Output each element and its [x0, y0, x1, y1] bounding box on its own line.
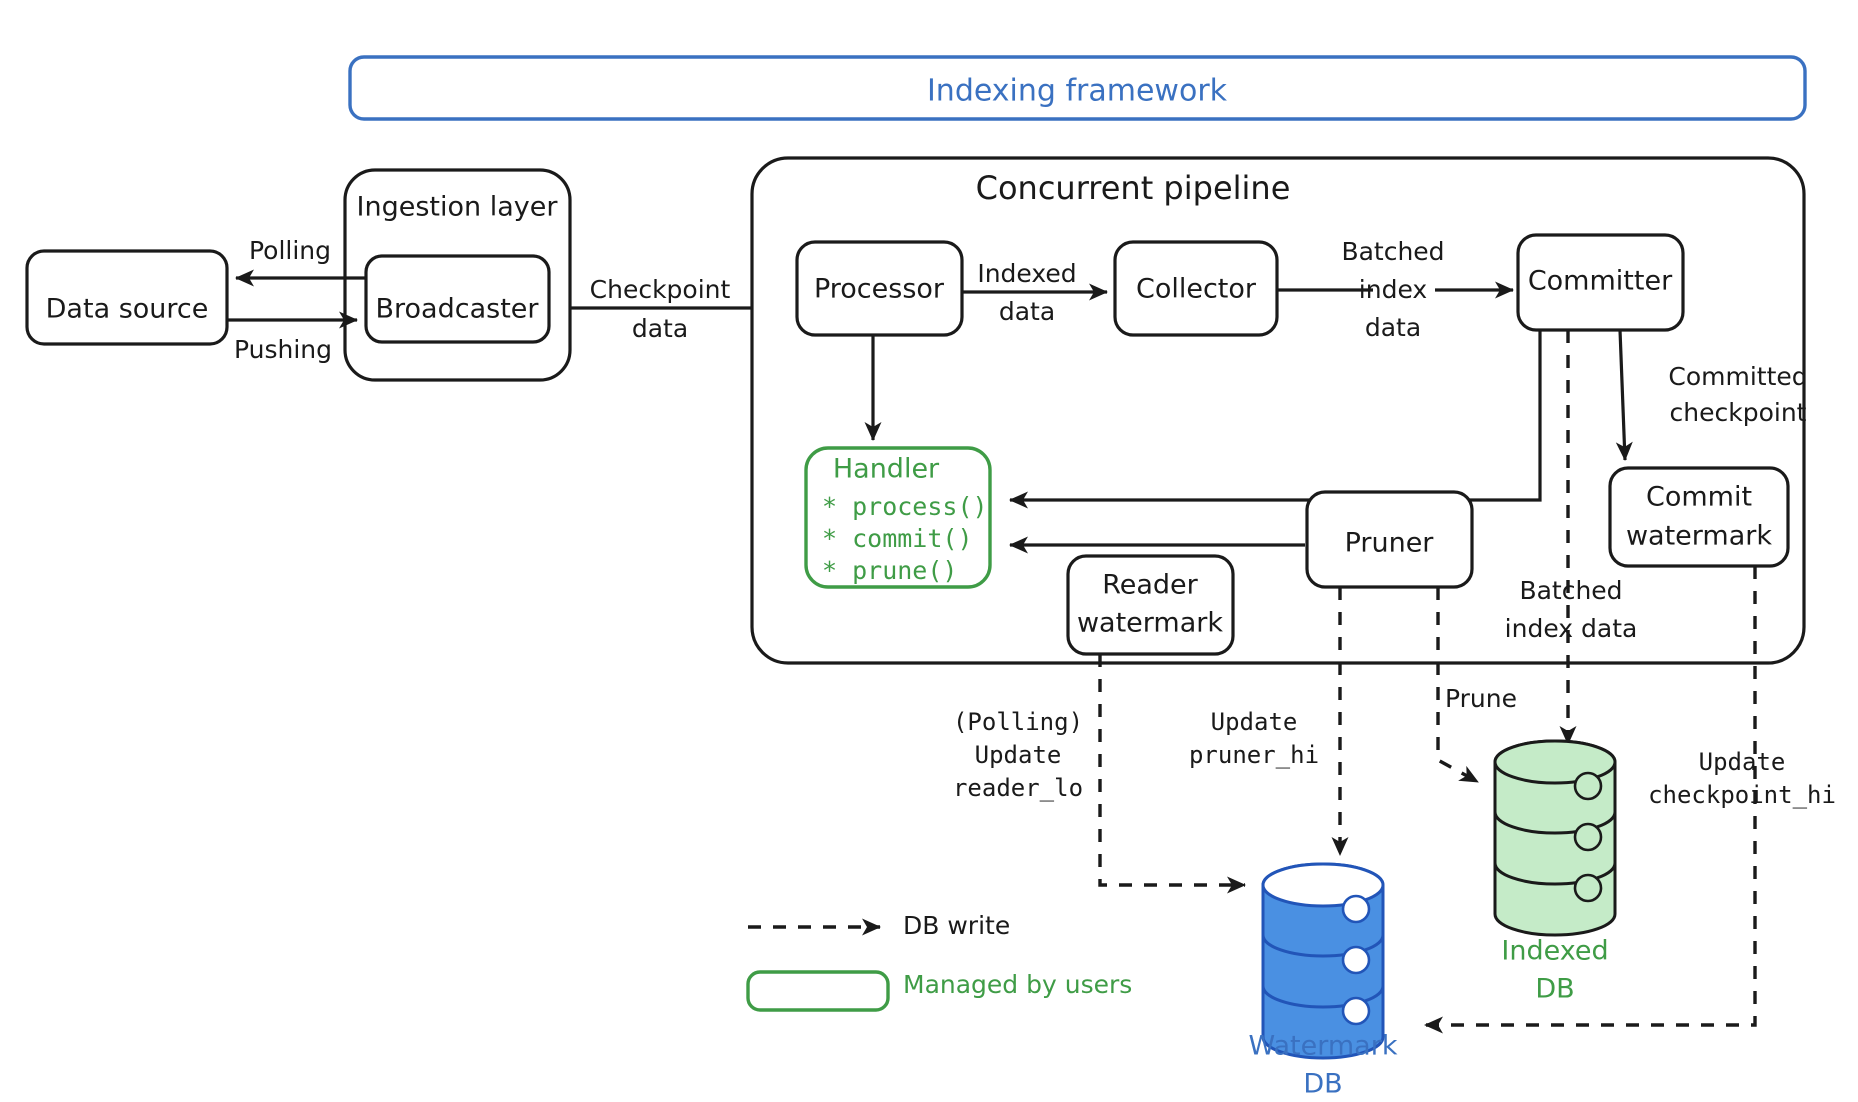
- node-reader-watermark-l1: Reader: [1102, 570, 1198, 601]
- edge-polling: Polling: [235, 236, 366, 287]
- edge-update-pruner-hi-l1: Update: [1211, 708, 1298, 736]
- edge-batched-index-data-2-l1: Batched: [1519, 576, 1622, 605]
- edge-committed-checkpoint: Committed checkpoint: [1615, 329, 1808, 461]
- edge-polling-label: Polling: [249, 236, 331, 265]
- node-reader-watermark-group: Reader watermark: [1066, 554, 1235, 656]
- node-broadcaster[interactable]: [364, 254, 551, 344]
- node-committer-label: Committer: [1528, 266, 1673, 297]
- node-committer[interactable]: [1516, 233, 1685, 332]
- legend-db-write-label: DB write: [903, 911, 1010, 940]
- ingestion-layer-title: Ingestion layer: [357, 192, 559, 223]
- handler-method-process: * process(): [822, 492, 988, 521]
- edge-indexed-data: Indexed data: [962, 259, 1108, 326]
- indexing-framework-title: Indexing framework: [927, 74, 1228, 109]
- watermark-db-label-l1: Watermark: [1249, 1031, 1398, 1062]
- node-handler-title: Handler: [833, 454, 940, 485]
- edge-prune-label: Prune: [1445, 684, 1517, 713]
- node-pruner[interactable]: [1305, 490, 1474, 589]
- group-indexing-framework: Indexing framework: [348, 55, 1807, 121]
- edge-checkpoint-data-l1: Checkpoint: [590, 275, 731, 304]
- node-broadcaster-label: Broadcaster: [376, 294, 540, 325]
- node-commit-watermark-l1: Commit: [1646, 482, 1752, 513]
- indexed-db-label-l1: Indexed: [1501, 936, 1608, 967]
- edge-committed-checkpoint-l2: checkpoint: [1670, 398, 1807, 427]
- edge-indexed-data-l1: Indexed: [977, 259, 1076, 288]
- edge-batched-index-data-2-l2: index data: [1505, 614, 1638, 643]
- edge-update-checkpoint-hi-l1: Update: [1699, 748, 1786, 776]
- node-processor-label: Processor: [814, 274, 945, 305]
- edge-update-reader-lo-l1: (Polling): [953, 708, 1083, 736]
- node-handler[interactable]: [804, 446, 992, 589]
- edge-update-reader-lo-l3: reader_lo: [953, 774, 1083, 802]
- node-collector-group: Collector: [1113, 240, 1279, 337]
- handler-method-prune: * prune(): [822, 556, 957, 585]
- edge-pushing: Pushing: [227, 311, 358, 364]
- edge-indexed-data-l2: data: [999, 297, 1055, 326]
- edge-update-pruner-hi: Update pruner_hi: [1189, 587, 1349, 856]
- handler-method-commit: * commit(): [822, 524, 973, 553]
- node-data-source[interactable]: [25, 249, 229, 346]
- edge-update-reader-lo-l2: Update: [975, 741, 1062, 769]
- node-reader-watermark[interactable]: [1066, 554, 1235, 656]
- node-data-source-group: Data source: [25, 249, 229, 346]
- edge-update-checkpoint-hi-l2: checkpoint_hi: [1648, 781, 1836, 809]
- edge-update-reader-lo: (Polling) Update reader_lo: [953, 654, 1246, 894]
- edge-batched-index-data-l3: data: [1365, 313, 1421, 342]
- edge-checkpoint-data-l2: data: [632, 314, 688, 343]
- edge-batched-index-data: Batched index data: [1277, 237, 1514, 342]
- legend-managed-swatch: [746, 970, 890, 1012]
- node-processor[interactable]: [795, 240, 964, 337]
- edge-prune: Prune: [1436, 587, 1517, 784]
- edge-batched-index-data-2: Batched index data: [1505, 330, 1638, 745]
- node-reader-watermark-l2: watermark: [1077, 608, 1223, 639]
- edge-batched-index-data-l1: Batched: [1341, 237, 1444, 266]
- node-collector-label: Collector: [1136, 274, 1257, 305]
- node-commit-watermark[interactable]: [1608, 466, 1790, 568]
- edge-update-checkpoint-hi: Update checkpoint_hi: [1424, 566, 1836, 1034]
- node-commit-watermark-l2: watermark: [1626, 521, 1772, 552]
- node-processor-group: Processor: [795, 240, 964, 337]
- node-handler-group: Handler * process() * commit() * prune(): [804, 446, 992, 589]
- indexing-framework-box: [348, 55, 1807, 121]
- node-committer-group: Committer: [1516, 233, 1685, 332]
- concurrent-pipeline-title: Concurrent pipeline: [976, 169, 1291, 207]
- group-ingestion-layer: Ingestion layer Broadcaster: [343, 168, 572, 382]
- edge-batched-index-data-l2: index: [1359, 275, 1427, 304]
- legend-managed-label: Managed by users: [903, 970, 1132, 999]
- node-commit-watermark-group: Commit watermark: [1608, 466, 1790, 568]
- edge-committed-checkpoint-l1: Committed: [1668, 362, 1807, 391]
- legend: DB write Managed by users: [746, 911, 1132, 1012]
- watermark-db-label-l2: DB: [1303, 1069, 1342, 1100]
- edge-checkpoint-data: Checkpoint data: [570, 275, 791, 343]
- node-pruner-label: Pruner: [1345, 528, 1435, 559]
- edge-committer-handler: [1009, 330, 1542, 509]
- node-pruner-group: Pruner: [1305, 490, 1474, 589]
- indexed-db-label-l2: DB: [1535, 974, 1574, 1005]
- edge-update-pruner-hi-l2: pruner_hi: [1189, 741, 1319, 769]
- edge-pushing-label: Pushing: [234, 335, 332, 364]
- database-watermark-db[interactable]: Watermark DB: [1249, 862, 1398, 1100]
- node-data-source-label: Data source: [46, 294, 209, 325]
- database-indexed-db[interactable]: Indexed DB: [1493, 739, 1617, 1005]
